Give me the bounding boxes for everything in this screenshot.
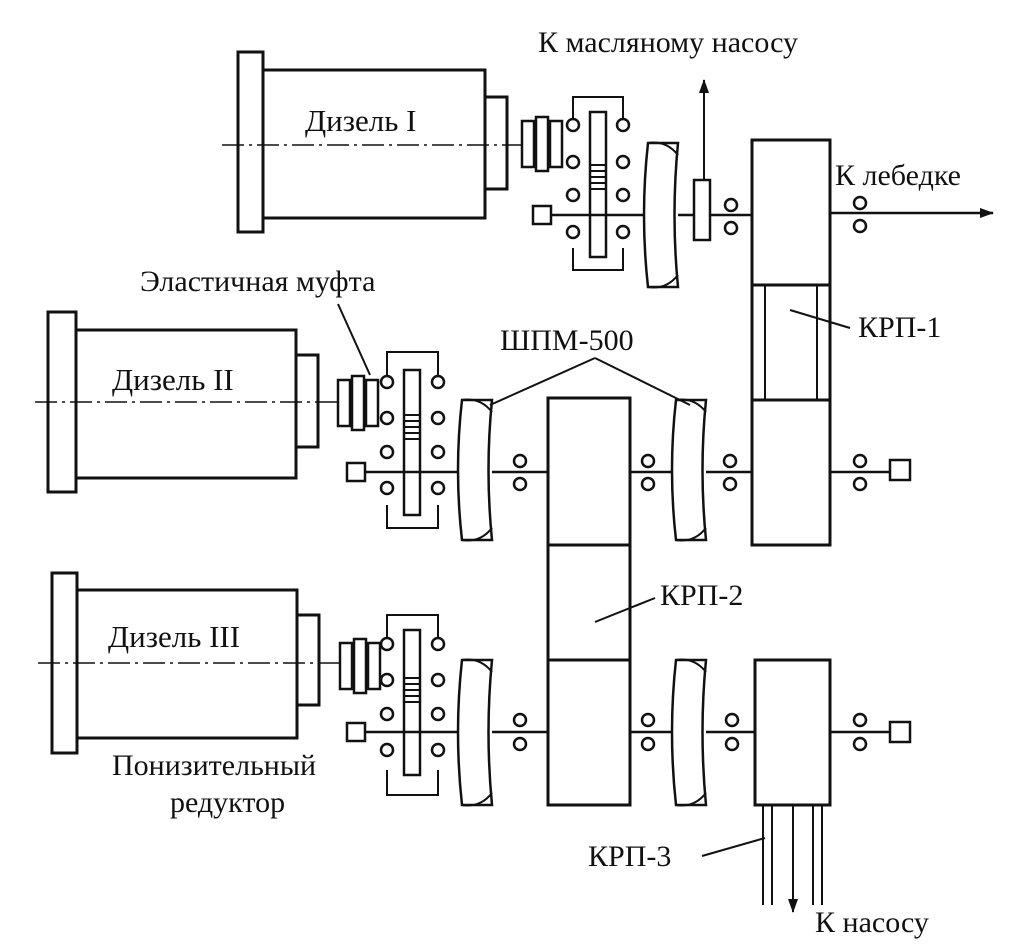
shaft-3c bbox=[706, 712, 755, 752]
engine-2-label: Дизель II bbox=[112, 362, 234, 397]
elastic-coupling-label: Эластичная муфта bbox=[140, 265, 375, 298]
engine-1-flange bbox=[236, 50, 265, 234]
shpm-label: ШПМ-500 bbox=[500, 324, 634, 357]
shaft-3a bbox=[492, 712, 548, 752]
reducer-label-line2: редуктор bbox=[170, 786, 285, 819]
reduction-gear-1 bbox=[531, 96, 648, 271]
shaft-2c bbox=[706, 453, 752, 492]
engine-1-label: Дизель I bbox=[305, 103, 416, 138]
krp3-label: КРП-3 bbox=[588, 840, 671, 873]
engine-3-body bbox=[75, 588, 299, 740]
engine-2-cover bbox=[294, 353, 320, 449]
elastic-coupling-3 bbox=[338, 637, 382, 695]
winch-output bbox=[830, 195, 994, 234]
engine-1-group: Дизель I bbox=[222, 50, 540, 234]
reduction-gear-2 bbox=[345, 351, 462, 529]
engine-3-label: Дизель III bbox=[108, 619, 240, 654]
elastic-coupling-1 bbox=[520, 115, 564, 173]
engine-2-group: Дизель II bbox=[35, 310, 355, 494]
friction-clutch-5 bbox=[670, 658, 708, 807]
friction-clutch-4 bbox=[456, 658, 494, 807]
leader-lines bbox=[337, 303, 851, 857]
krp1-label: КРП-1 bbox=[858, 311, 941, 344]
reducer-label-line1: Понизительный bbox=[112, 749, 316, 782]
shaft-2d bbox=[830, 453, 912, 492]
oil-pump-label: К масляному насосу bbox=[538, 26, 798, 59]
engine-3-group: Дизель III bbox=[38, 571, 355, 755]
krp2-label: КРП-2 bbox=[660, 579, 743, 612]
pump-label: К насосу bbox=[815, 906, 929, 939]
transfer-box-1 bbox=[750, 138, 832, 547]
shaft-2b bbox=[630, 453, 676, 492]
reduction-gear-3 bbox=[345, 614, 462, 796]
friction-clutch-1 bbox=[642, 141, 680, 289]
oil-pump-takeoff bbox=[678, 79, 752, 242]
shaft-3b bbox=[630, 712, 676, 752]
engine-3-cover bbox=[295, 613, 321, 707]
engine-1-cover bbox=[483, 95, 509, 191]
engine-1-body bbox=[261, 68, 487, 220]
friction-clutch-3 bbox=[670, 398, 708, 542]
winch-label: К лебедке bbox=[835, 159, 961, 192]
transfer-box-3 bbox=[753, 658, 832, 913]
engine-2-body bbox=[74, 328, 298, 480]
shaft-3d bbox=[830, 712, 912, 752]
elastic-coupling-2 bbox=[336, 374, 380, 432]
friction-clutch-2 bbox=[456, 398, 494, 542]
transfer-box-2 bbox=[546, 396, 632, 807]
shaft-2a bbox=[492, 453, 548, 492]
